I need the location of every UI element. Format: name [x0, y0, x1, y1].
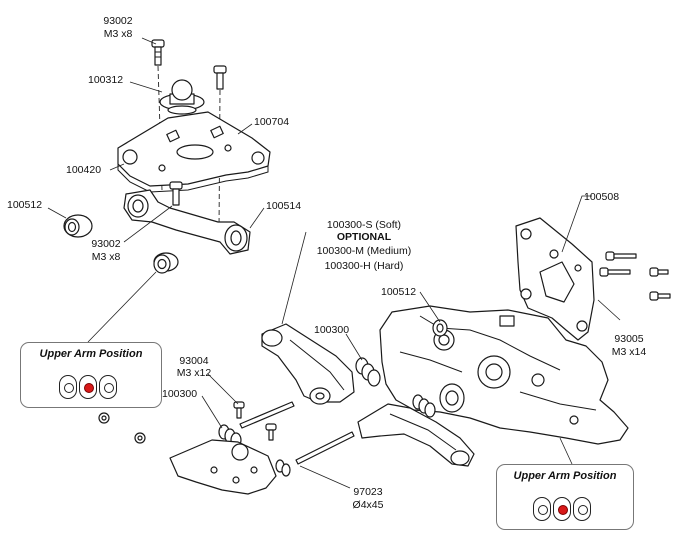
assembly-line: [218, 89, 221, 231]
clips-100300-right: [355, 357, 381, 387]
screws-93005: [599, 251, 671, 301]
label-93002-mid-size: M3 x8: [91, 251, 121, 263]
bushing-100512-left: [63, 214, 93, 238]
bushing-lower-left: [153, 252, 179, 274]
label-93005-size: M3 x14: [611, 346, 647, 358]
label-97023-size: Ø4x45: [352, 499, 384, 511]
upper-arm-position-title: Upper Arm Position: [39, 348, 143, 360]
screws-93004: [233, 401, 277, 441]
callout-line: [87, 271, 157, 343]
upper-arm-position-box-right: Upper Arm Position: [496, 464, 634, 530]
label-100704: 100704: [254, 116, 290, 128]
label-100300-s: 100300-S (Soft): [326, 219, 402, 231]
label-93004-size: M3 x12: [176, 367, 212, 379]
nuts: [98, 412, 146, 444]
label-100508: 100508: [584, 191, 620, 203]
label-100420: 100420: [66, 164, 102, 176]
screw-93002-mid: [169, 181, 183, 206]
screw-top-right: [213, 65, 227, 90]
clips-100300-left: [218, 424, 291, 477]
label-93005: 93005: [614, 333, 644, 345]
label-97023: 97023: [353, 486, 383, 498]
label-93004: 93004: [179, 355, 209, 367]
pin-97023: [295, 431, 355, 465]
screw-93002-top: [151, 39, 165, 66]
chassis-gearbox: [379, 305, 629, 445]
mount-hole-2-selected: [553, 497, 571, 521]
label-100300-left: 100300: [162, 388, 198, 400]
shock-tower-100508: [515, 217, 595, 341]
shock-mount-plate-100704: [117, 111, 271, 193]
label-100512-right: 100512: [381, 286, 417, 298]
label-100514: 100514: [266, 200, 302, 212]
bushing-100512-right: [432, 319, 448, 337]
lower-arm: [357, 403, 475, 467]
label-100300-h: 100300-H (Hard): [324, 260, 404, 272]
assembly-line: [157, 65, 163, 191]
label-optional: OPTIONAL: [336, 231, 392, 243]
clips-lower-arm: [412, 394, 436, 418]
leader-lines: [47, 37, 621, 489]
label-100312: 100312: [88, 74, 124, 86]
upper-arm-100300: [261, 323, 355, 405]
label-93002-mid: 93002: [91, 238, 121, 250]
ball-stud-100312: [159, 79, 205, 115]
upper-arm-position-box-left: Upper Arm Position: [20, 342, 162, 408]
upper-arm-position-title: Upper Arm Position: [513, 470, 617, 482]
pin-upper: [239, 401, 295, 429]
label-100300-right: 100300: [314, 324, 350, 336]
arm-mount-100514: [123, 189, 251, 255]
label-93002-top: 93002: [103, 15, 133, 27]
label-100300-m: 100300-M (Medium): [316, 245, 412, 257]
mount-hole-2-selected: [79, 375, 97, 399]
mount-hole-1: [533, 497, 551, 521]
lower-mount-plate: [169, 439, 277, 495]
mount-hole-3: [99, 375, 117, 399]
mount-hole-1: [59, 375, 77, 399]
label-93002-top-size: M3 x8: [103, 28, 133, 40]
label-100512-left: 100512: [7, 199, 43, 211]
mount-hole-3: [573, 497, 591, 521]
